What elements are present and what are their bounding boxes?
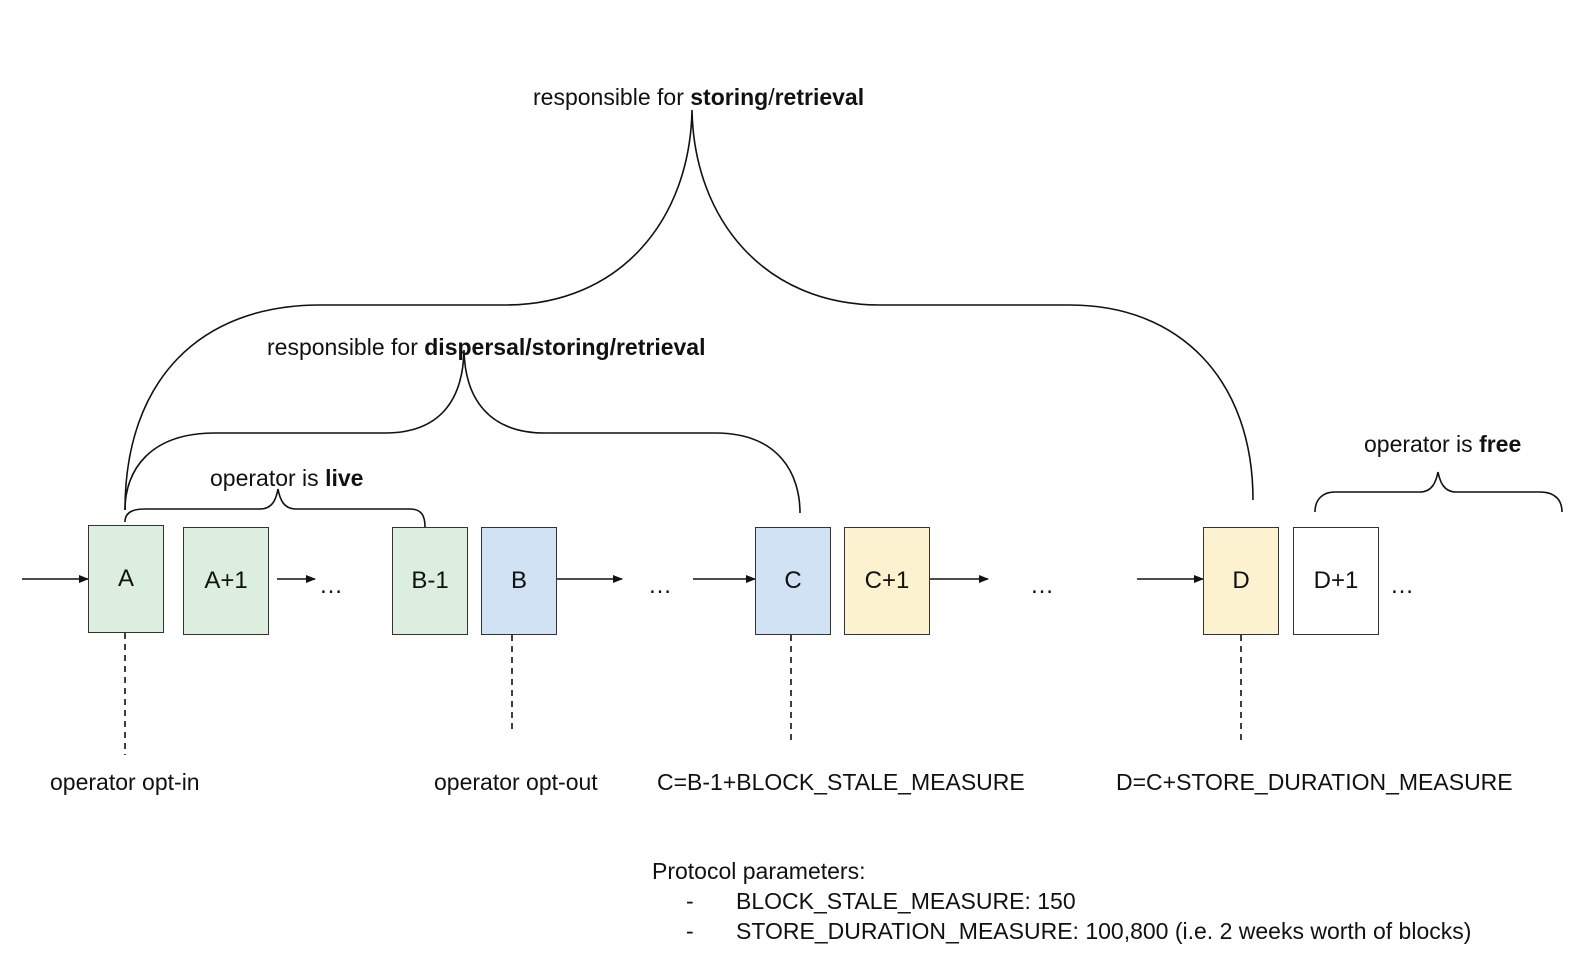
live-brace: [124, 488, 426, 528]
block-a-plus-1: A+1: [183, 527, 269, 635]
protocol-parameters: Protocol parameters: - BLOCK_STALE_MEASU…: [652, 856, 1471, 946]
c-formula-annotation: C=B-1+BLOCK_STALE_MEASURE: [657, 769, 1025, 795]
d-formula-annotation: D=C+STORE_DURATION_MEASURE: [1116, 769, 1513, 795]
storing-retrieval-label: responsible for storing/retrieval: [533, 84, 865, 110]
opt-out-annotation: operator opt-out: [434, 769, 598, 795]
params-title: Protocol parameters:: [652, 858, 866, 884]
operator-free-label: operator is free: [1364, 431, 1522, 457]
dispersal-label: responsible for dispersal/storing/retrie…: [267, 334, 706, 360]
param-bullet: -: [686, 888, 694, 914]
block-a: A: [88, 525, 164, 633]
param-item: - STORE_DURATION_MEASURE: 100,800 (i.e. …: [652, 916, 1471, 946]
ellipsis-after-c-plus-1: …: [1030, 572, 1054, 599]
opt-in-annotation: operator opt-in: [50, 769, 200, 795]
storing-retrieval-brace: [124, 109, 1254, 511]
ellipsis-after-d-plus-1: …: [1390, 572, 1414, 599]
param-block-stale: BLOCK_STALE_MEASURE: 150: [736, 888, 1076, 914]
block-c-plus-1: C+1: [844, 527, 930, 635]
param-bullet: -: [686, 918, 694, 944]
param-item: - BLOCK_STALE_MEASURE: 150: [652, 886, 1471, 916]
param-store-duration: STORE_DURATION_MEASURE: 100,800 (i.e. 2 …: [736, 918, 1472, 944]
block-d: D: [1203, 527, 1279, 635]
block-b-minus-1: B-1: [392, 527, 468, 635]
free-brace: [1314, 471, 1563, 513]
operator-live-label: operator is live: [210, 465, 364, 491]
block-d-plus-1: D+1: [1293, 527, 1379, 635]
dispersal-brace: [124, 349, 801, 514]
ellipsis-after-b: …: [648, 572, 672, 599]
block-b: B: [481, 527, 557, 635]
block-c: C: [755, 527, 831, 635]
ellipsis-after-a-plus-1: …: [319, 572, 343, 599]
